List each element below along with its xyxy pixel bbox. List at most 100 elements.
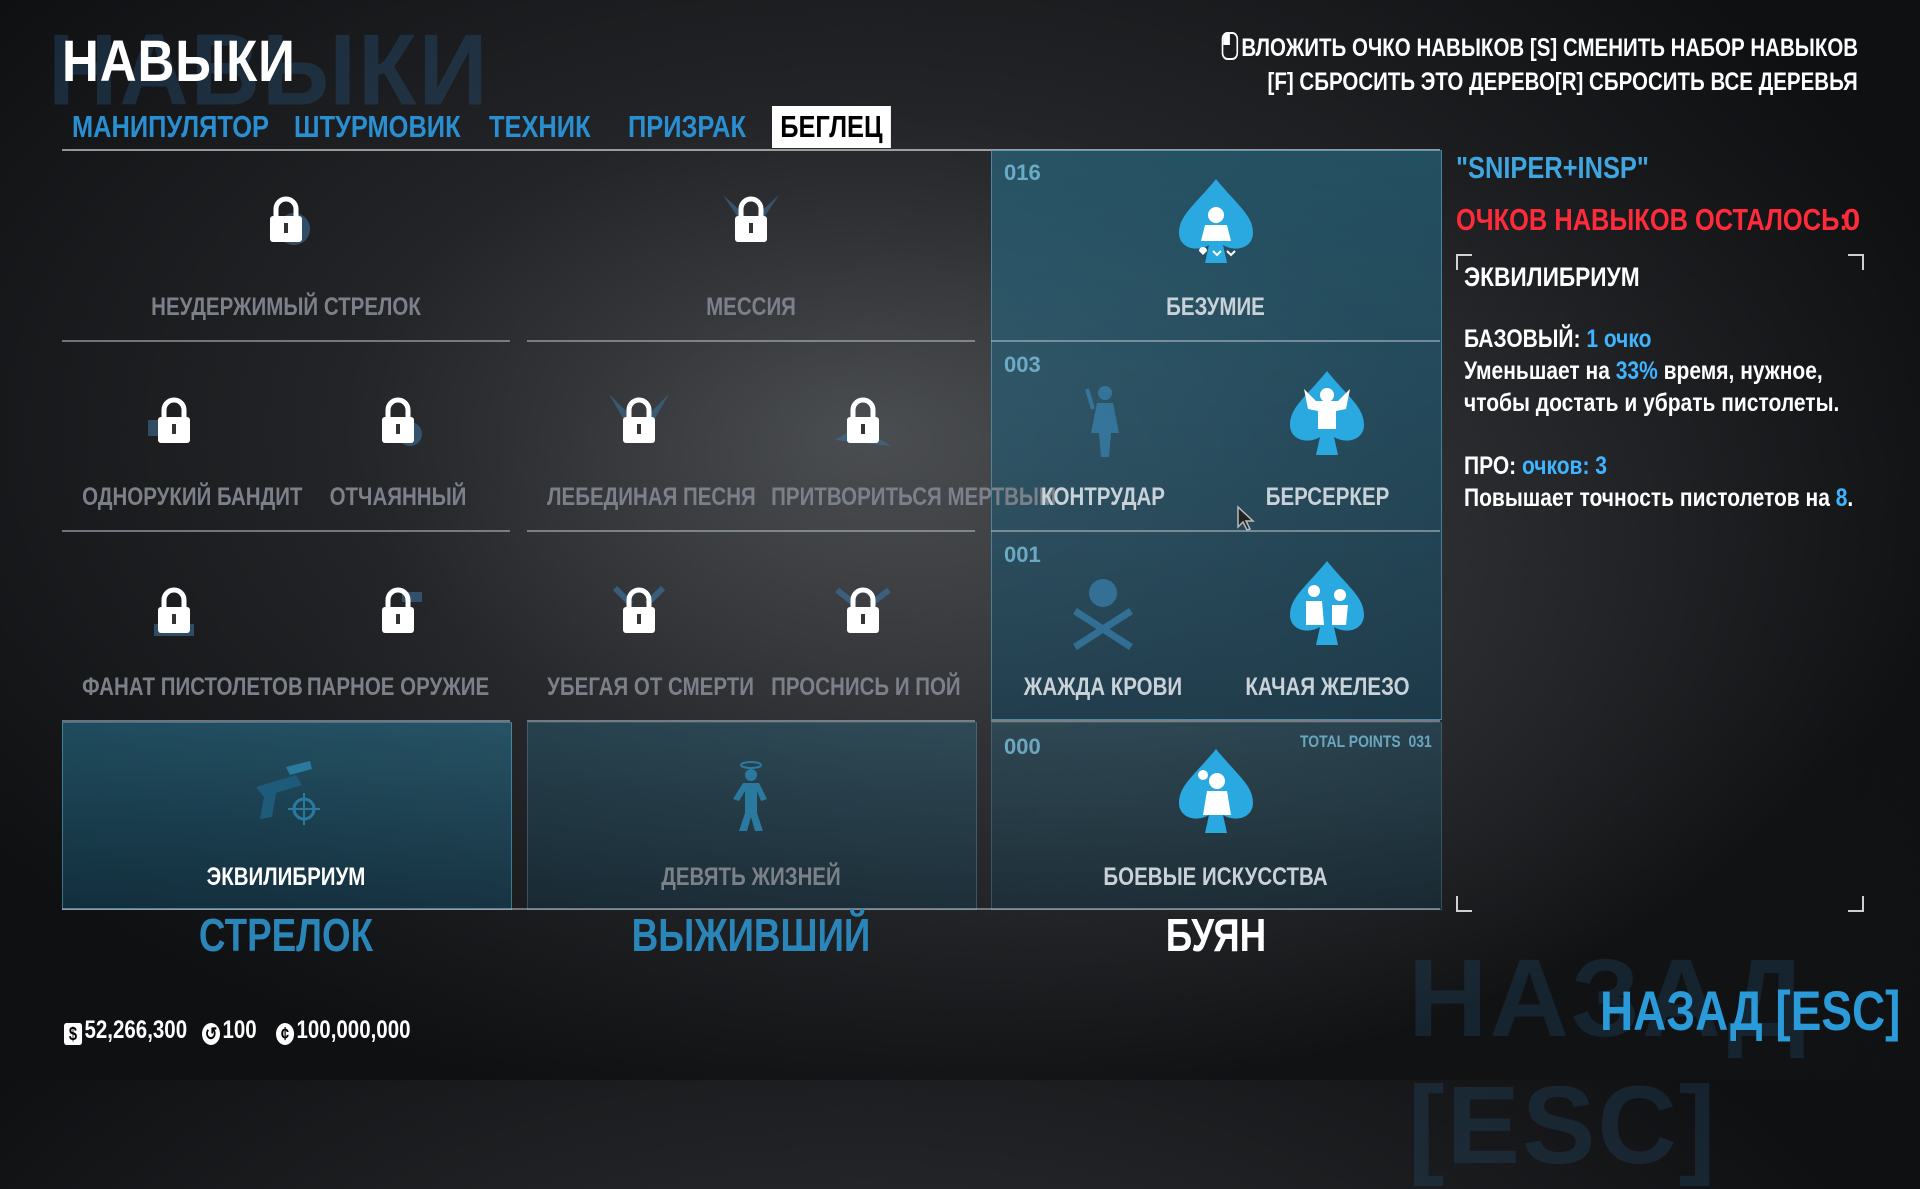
lock-icon xyxy=(609,394,669,443)
basic-desc-value: 33% xyxy=(1615,357,1658,385)
spade-fighters-icon xyxy=(1290,561,1364,645)
basic-label: БАЗОВЫЙ: xyxy=(1464,325,1581,353)
back-button[interactable]: НАЗАД [ESC] xyxy=(1600,979,1901,1042)
tab-technician[interactable]: ТЕХНИК xyxy=(489,109,591,144)
divider xyxy=(991,720,1440,722)
tier-points: 003 xyxy=(1004,352,1041,377)
skill-label: ПАРНОЕ ОРУЖИЕ xyxy=(306,673,490,701)
divider xyxy=(991,340,1440,342)
lock-icon xyxy=(723,195,779,242)
skill-nine-lives[interactable]: ДЕВЯТЬ ЖИЗНЕЙ xyxy=(527,745,975,905)
tier-points: 001 xyxy=(1004,542,1041,567)
skill-pumping-iron[interactable]: КАЧАЯ ЖЕЛЕЗО xyxy=(1215,555,1440,715)
offshore-value: 100,000,000 xyxy=(296,1016,411,1044)
frame-corner xyxy=(1848,896,1864,912)
skill-counterstrike[interactable]: КОНТРУДАР xyxy=(991,365,1215,525)
divider xyxy=(62,908,1440,910)
skill-one-handed-bandit[interactable]: ОДНОРУКИЙ БАНДИТ xyxy=(62,365,303,525)
hint-text-1: ВЛОЖИТЬ ОЧКО НАВЫКОВ [S] СМЕНИТЬ НАБОР Н… xyxy=(1241,34,1858,62)
divider xyxy=(527,340,975,342)
skill-messiah[interactable]: МЕССИЯ xyxy=(527,175,975,335)
lock-icon xyxy=(835,587,891,633)
infamy-value: 100 xyxy=(222,1016,257,1044)
basic-desc-text: Уменьшает на xyxy=(1464,357,1616,385)
total-points: TOTAL POINTS 031 xyxy=(1300,732,1432,752)
skill-running-from-death[interactable]: УБЕГАЯ ОТ СМЕРТИ xyxy=(527,555,754,715)
tab-ghost[interactable]: ПРИЗРАК xyxy=(628,109,747,144)
total-points-value: 031 xyxy=(1408,732,1432,751)
skill-feign-death[interactable]: ПРИТВОРИТЬСЯ МЕРТВЫМ xyxy=(751,365,1056,525)
skill-set-name: "SNIPER+INSP" xyxy=(1456,150,1649,185)
skill-label: ОДНОРУКИЙ БАНДИТ xyxy=(82,483,303,511)
skill-label: ОТЧАЯННЫЙ xyxy=(329,483,467,511)
skill-bloodthirst[interactable]: ЖАЖДА КРОВИ xyxy=(991,555,1215,715)
pro-cost: очков: 3 xyxy=(1521,452,1607,480)
skill-frenzy[interactable]: БЕЗУМИЕ xyxy=(991,175,1440,335)
points-left-label: ОЧКОВ НАВЫКОВ ОСТАЛОСЬ: xyxy=(1456,202,1848,237)
total-points-label: TOTAL POINTS xyxy=(1300,732,1401,751)
skill-label: БОЕВЫЕ ИСКУССТВА xyxy=(1103,863,1328,891)
tree-name-gunslinger[interactable]: СТРЕЛОК xyxy=(198,909,374,961)
revolver-icon xyxy=(256,761,320,825)
frame-corner xyxy=(1456,896,1472,912)
basic-line: БАЗОВЫЙ: 1 очко xyxy=(1464,325,1651,354)
lock-icon xyxy=(382,397,422,446)
skill-unstoppable-shooter[interactable]: НЕУДЕРЖИМЫЙ СТРЕЛОК xyxy=(62,175,510,335)
divider xyxy=(527,720,975,722)
tab-enforcer[interactable]: ШТУРМОВИК xyxy=(294,109,461,144)
offshore-icon: ¢ xyxy=(276,1023,295,1045)
infamy-icon: ↺ xyxy=(202,1023,221,1045)
ghost-title: НАВЫКИ xyxy=(48,14,490,127)
spade-brawler-icon xyxy=(1179,179,1253,263)
tier-points: 016 xyxy=(1004,160,1041,185)
spade-berserker-icon xyxy=(1290,371,1364,455)
pro-desc-text: . xyxy=(1847,484,1854,512)
divider xyxy=(62,340,510,342)
divider xyxy=(62,720,510,722)
pro-desc-value: 8 xyxy=(1835,484,1848,512)
skill-berserker[interactable]: БЕРСЕРКЕР xyxy=(1215,365,1440,525)
skill-trigger-happy[interactable]: ФАНАТ ПИСТОЛЕТОВ xyxy=(62,555,303,715)
skull-crossbones-icon xyxy=(1073,579,1133,650)
lock-icon xyxy=(612,585,666,633)
skill-up-you-go[interactable]: ПРОСНИСЬ И ПОЙ xyxy=(751,555,975,715)
tree-name-brawler[interactable]: БУЯН xyxy=(1165,909,1267,961)
divider xyxy=(527,530,975,532)
tree-name-revenant[interactable]: ВЫЖИВШИЙ xyxy=(631,909,871,961)
skill-akimbo[interactable]: ПАРНОЕ ОРУЖИЕ xyxy=(286,555,510,715)
skill-label: МЕССИЯ xyxy=(706,293,796,321)
skill-label: БЕЗУМИЕ xyxy=(1166,293,1265,321)
pro-desc-text: Повышает точность пистолетов на xyxy=(1464,484,1836,512)
skill-martial-arts[interactable]: БОЕВЫЕ ИСКУССТВА xyxy=(991,745,1440,905)
skill-equilibrium[interactable]: ЭКВИЛИБРИУМ xyxy=(62,745,510,905)
skill-desperado[interactable]: ОТЧАЯННЫЙ xyxy=(286,365,510,525)
dollar-icon: $ xyxy=(64,1023,83,1045)
lock-icon xyxy=(270,196,310,245)
skill-label: НЕУДЕРЖИМЫЙ СТРЕЛОК xyxy=(151,293,421,321)
infamy-display: ↺100 xyxy=(202,1016,257,1045)
tab-underline xyxy=(62,149,1440,151)
skill-swan-song[interactable]: ЛЕБЕДИНАЯ ПЕСНЯ xyxy=(527,365,756,525)
gunslinger-base-panel xyxy=(62,722,512,910)
lock-icon xyxy=(835,397,891,446)
skill-label: КОНТРУДАР xyxy=(1041,483,1165,511)
ghost-back-text: НАЗАД [ESC] xyxy=(1408,937,1808,1187)
basic-desc-line-1: Уменьшает на 33% время, нужное, xyxy=(1464,357,1823,386)
tab-mastermind[interactable]: МАНИПУЛЯТОР xyxy=(72,109,270,144)
mouse-icon xyxy=(1221,32,1239,60)
basic-desc-line-2: чтобы достать и убрать пистолеты. xyxy=(1464,389,1840,417)
skill-label: ЖАЖДА КРОВИ xyxy=(1023,673,1183,701)
skill-label: БЕРСЕРКЕР xyxy=(1265,483,1390,511)
divider xyxy=(62,530,510,532)
lock-icon xyxy=(148,397,190,443)
hint-line-1: ВЛОЖИТЬ ОЧКО НАВЫКОВ [S] СМЕНИТЬ НАБОР Н… xyxy=(1221,32,1858,63)
money-display: $52,266,300 xyxy=(64,1016,187,1045)
skill-label: ЭКВИЛИБРИУМ xyxy=(206,863,366,891)
frame-corner xyxy=(1456,254,1472,270)
counterstrike-figure-icon xyxy=(1085,386,1119,457)
frame-corner xyxy=(1848,254,1864,270)
mouse-cursor-icon xyxy=(1237,505,1255,531)
tab-fugitive[interactable]: БЕГЛЕЦ xyxy=(772,106,891,148)
skill-label: ПРОСНИСЬ И ПОЙ xyxy=(771,673,961,701)
tier-points: 000 xyxy=(1004,734,1041,759)
